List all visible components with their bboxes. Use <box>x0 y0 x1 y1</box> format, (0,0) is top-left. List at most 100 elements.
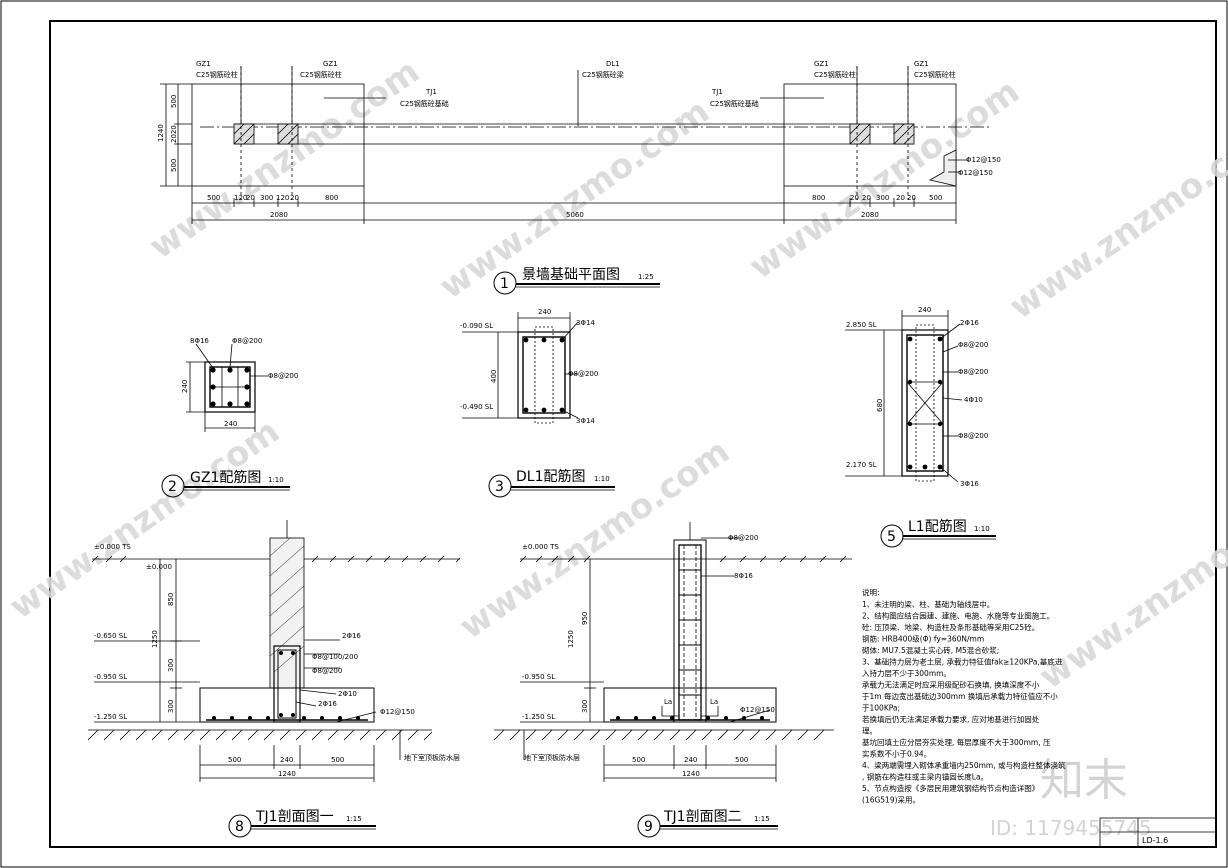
tj1-section-1-labels: ±0.000 TS -0.650 SL -0.950 SL -1.250 SL … <box>94 543 460 838</box>
l1-rebar-1: 2Φ16 <box>960 319 979 327</box>
dl1-dim-h: 400 <box>490 370 498 383</box>
plan-dim-top: 500 <box>170 95 178 108</box>
notes-line: 理。 <box>862 727 877 736</box>
tj1a-dim-1240: 1240 <box>278 770 296 778</box>
notes-line: , 钢筋在构造柱或主梁内锚固长度La。 <box>862 772 988 782</box>
l1-rebar-5: Φ8@200 <box>958 432 988 440</box>
l1-rebar-2: Φ8@200 <box>958 341 988 349</box>
dl1-level-bottom: -0.490 SL <box>460 403 493 411</box>
tj1a-level-3: -1.250 SL <box>94 713 127 721</box>
plan-dim-span-right: 2080 <box>861 211 879 219</box>
notes-line: 基坑回填土应分层夯实处理, 每层厚度不大于300mm, 压 <box>862 737 1051 747</box>
dl1-title-number: 3 <box>495 479 504 495</box>
dl1-rebar-bottom: 3Φ14 <box>576 417 595 425</box>
tj1a-title: TJ1剖面图一 <box>255 809 334 825</box>
l1-title: L1配筋图 <box>908 518 967 535</box>
dl1-rebar-top: 3Φ14 <box>576 319 595 327</box>
notes-line: (16G519)采用。 <box>862 795 920 805</box>
tj1b-waterproof: 地下室顶板防水层 <box>524 753 580 762</box>
tj1a-dim-1250: 1250 <box>151 630 159 648</box>
plan-label-tj1-b: TJ1 <box>711 88 723 96</box>
notes-line: 承载力无法满足时应采用级配砂石换填, 换填深度不小 <box>862 680 1040 690</box>
plan-footing-left <box>191 83 365 187</box>
dl1-dim-w: 240 <box>538 308 551 316</box>
gz1-labels: 8Φ16 Φ8@200 Φ8@200 240 240 2 GZ1配筋图 1:10 <box>161 337 298 498</box>
tj1b-dim-500b: 500 <box>735 756 748 764</box>
plan-dim-row-r0: 800 <box>812 194 825 202</box>
plan-column-1 <box>233 123 255 145</box>
plan-dim-bot: 500 <box>170 159 178 172</box>
tj1a-title-number: 8 <box>235 819 244 835</box>
tj1-section-1 <box>87 520 461 782</box>
plan-dim-row-l3: 120 <box>276 194 289 202</box>
plan-dim-mid: 2020 <box>170 125 178 143</box>
plan-dim-row-l1: 120 <box>234 194 247 202</box>
plan-column-2 <box>277 123 299 145</box>
notes-line: 于100KPa; <box>862 704 900 713</box>
plan-title: 景墙基础平面图 <box>522 266 620 283</box>
tj1b-la-2: La <box>710 698 718 706</box>
dl1-level-top: -0.090 SL <box>460 322 493 330</box>
plan-label-gz1-c-sub: C25钢筋砼柱 <box>814 70 856 79</box>
gz1-label-top-left: 8Φ16 <box>190 337 209 345</box>
plan-dim-row-l6: 800 <box>325 194 338 202</box>
plan-dim-span-left: 2080 <box>270 211 288 219</box>
notes-lines: 1、未注明的梁、柱、基础为轴线居中。2、结构图应结合园建、建施、电施、水施等专业… <box>862 599 1066 805</box>
l1-dim-w: 240 <box>918 306 931 314</box>
plan-dim-row-r5: 20 <box>907 194 916 202</box>
plan-footing-right <box>783 83 957 187</box>
general-notes: 说明: 1、未注明的梁、柱、基础为轴线居中。2、结构图应结合园建、建施、电施、水… <box>862 587 1066 805</box>
tj1-section-2-labels: ±0.000 TS -0.950 SL -1.250 SL 950 1250 3… <box>522 534 778 838</box>
plan-dim-row-r1: 20 <box>850 194 859 202</box>
watermark-text-6: www.znzmo.com <box>452 431 737 647</box>
tj1b-level-0: ±0.000 TS <box>522 543 559 551</box>
plan-label-gz1-d: GZ1 <box>914 60 929 68</box>
plan-dim-row-r6: 500 <box>929 194 942 202</box>
plan-label-tj1-a-sub: C25钢筋砼基础 <box>400 99 449 108</box>
plan-dim-row-l5: 300 <box>260 194 273 202</box>
l1-rebar-4: 4Φ10 <box>964 396 983 404</box>
gz1-title-scale: 1:10 <box>268 476 284 484</box>
tj1a-level-1: -0.650 SL <box>94 632 127 640</box>
tj1a-rebar-2: Φ8@100/200 <box>312 653 358 661</box>
tj1a-dim-300a: 300 <box>167 659 175 672</box>
plan-rebar-b: Φ12@150 <box>958 169 993 177</box>
l1-level-bottom: 2.170 SL <box>846 461 877 469</box>
plan-title-number: 1 <box>500 276 509 292</box>
tj1a-title-scale: 1:15 <box>346 815 362 823</box>
l1-section <box>845 310 963 483</box>
plan-label-gz1-c: GZ1 <box>814 60 829 68</box>
watermark-logo: 知末 <box>1040 755 1128 806</box>
tj1b-title-number: 9 <box>644 819 653 835</box>
tj1b-title-scale: 1:15 <box>754 815 770 823</box>
tj1a-level-2: -0.950 SL <box>94 673 127 681</box>
l1-title-scale: 1:10 <box>974 525 990 533</box>
plan-label-gz1-a-sub: C25钢筋砼柱 <box>196 70 238 79</box>
tj1b-dim-240: 240 <box>684 756 697 764</box>
notes-line: 砼: 压顶梁、地梁、构造柱及条形基础等采用C25砼。 <box>862 622 1039 632</box>
notes-heading: 说明: <box>862 587 880 597</box>
tj1b-dim-1250: 1250 <box>567 630 575 648</box>
plan-dim-total: 1240 <box>157 124 165 142</box>
plan-dim-span-mid: 5060 <box>566 211 584 219</box>
plan-dim-row-l4: 20 <box>290 194 299 202</box>
plan-label-tj1-b-sub: C25钢筋砼基础 <box>710 99 759 108</box>
tj1b-dim-1240: 1240 <box>682 770 700 778</box>
plan-label-dl1-sub: C25钢筋砼梁 <box>582 70 624 79</box>
plan-label-dl1: DL1 <box>606 60 620 68</box>
gz1-dim-w: 240 <box>224 420 237 428</box>
tj1b-dim-950: 950 <box>581 612 589 625</box>
plan-label-gz1-b: GZ1 <box>323 60 338 68</box>
tj1b-dim-300: 300 <box>581 700 589 713</box>
plan-dim-row-r4: 20 <box>896 194 905 202</box>
plan-dim-row-r3: 300 <box>876 194 889 202</box>
tj1b-rebar-1: Φ8@200 <box>728 534 758 542</box>
notes-line: 于1m 每边宽出基础边300mm 换填后承载力特征值应不小 <box>862 691 1058 701</box>
watermark-text-3: www.znzmo.com <box>742 71 1027 287</box>
tj1a-rebar-1: 2Φ16 <box>342 632 361 640</box>
notes-line: 钢筋: HRB400级(Φ) fy=360N/mm <box>862 634 984 644</box>
watermark-text-4: www.znzmo.com <box>1002 111 1228 327</box>
tj1b-dim-500a: 500 <box>632 756 645 764</box>
plan-rebar-detail <box>928 149 957 187</box>
